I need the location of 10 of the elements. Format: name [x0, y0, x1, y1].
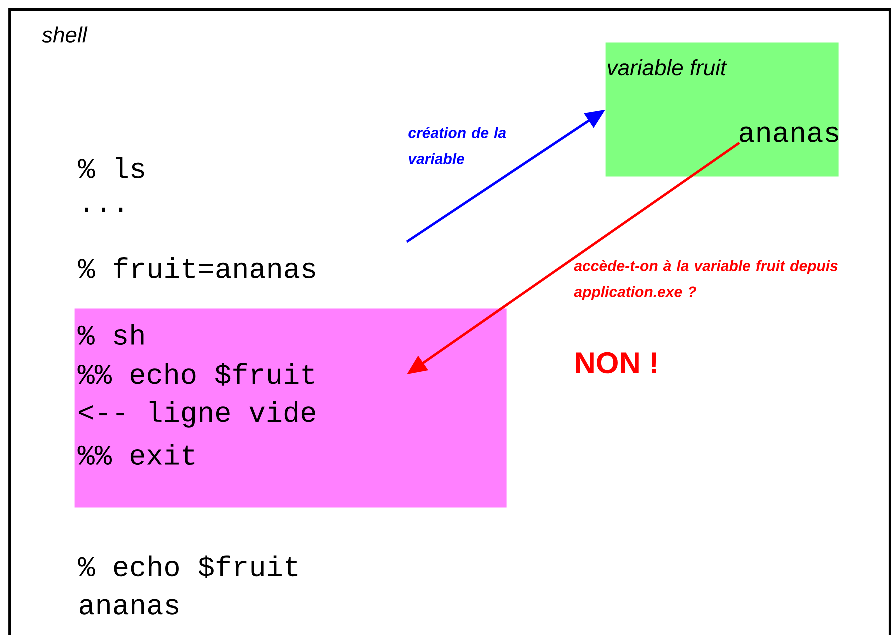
- subshell-box: % sh %% echo $fruit <-- ligne vide %% exit: [74, 308, 507, 508]
- edge-label: accède-t-on à la variable fruit depuis application.exe ?: [574, 260, 838, 300]
- command-text: % echo $fruit: [78, 556, 298, 578]
- output-text: ananas: [80, 599, 178, 615]
- edge-label: création de la variable: [408, 127, 506, 164]
- command-text: % fruit=ananas: [78, 258, 316, 278]
- variable-box: variable fruit ananas: [606, 42, 839, 177]
- command-text: ...: [85, 208, 123, 212]
- answer-text: NON !: [576, 352, 656, 374]
- command-text: % ls: [78, 158, 144, 178]
